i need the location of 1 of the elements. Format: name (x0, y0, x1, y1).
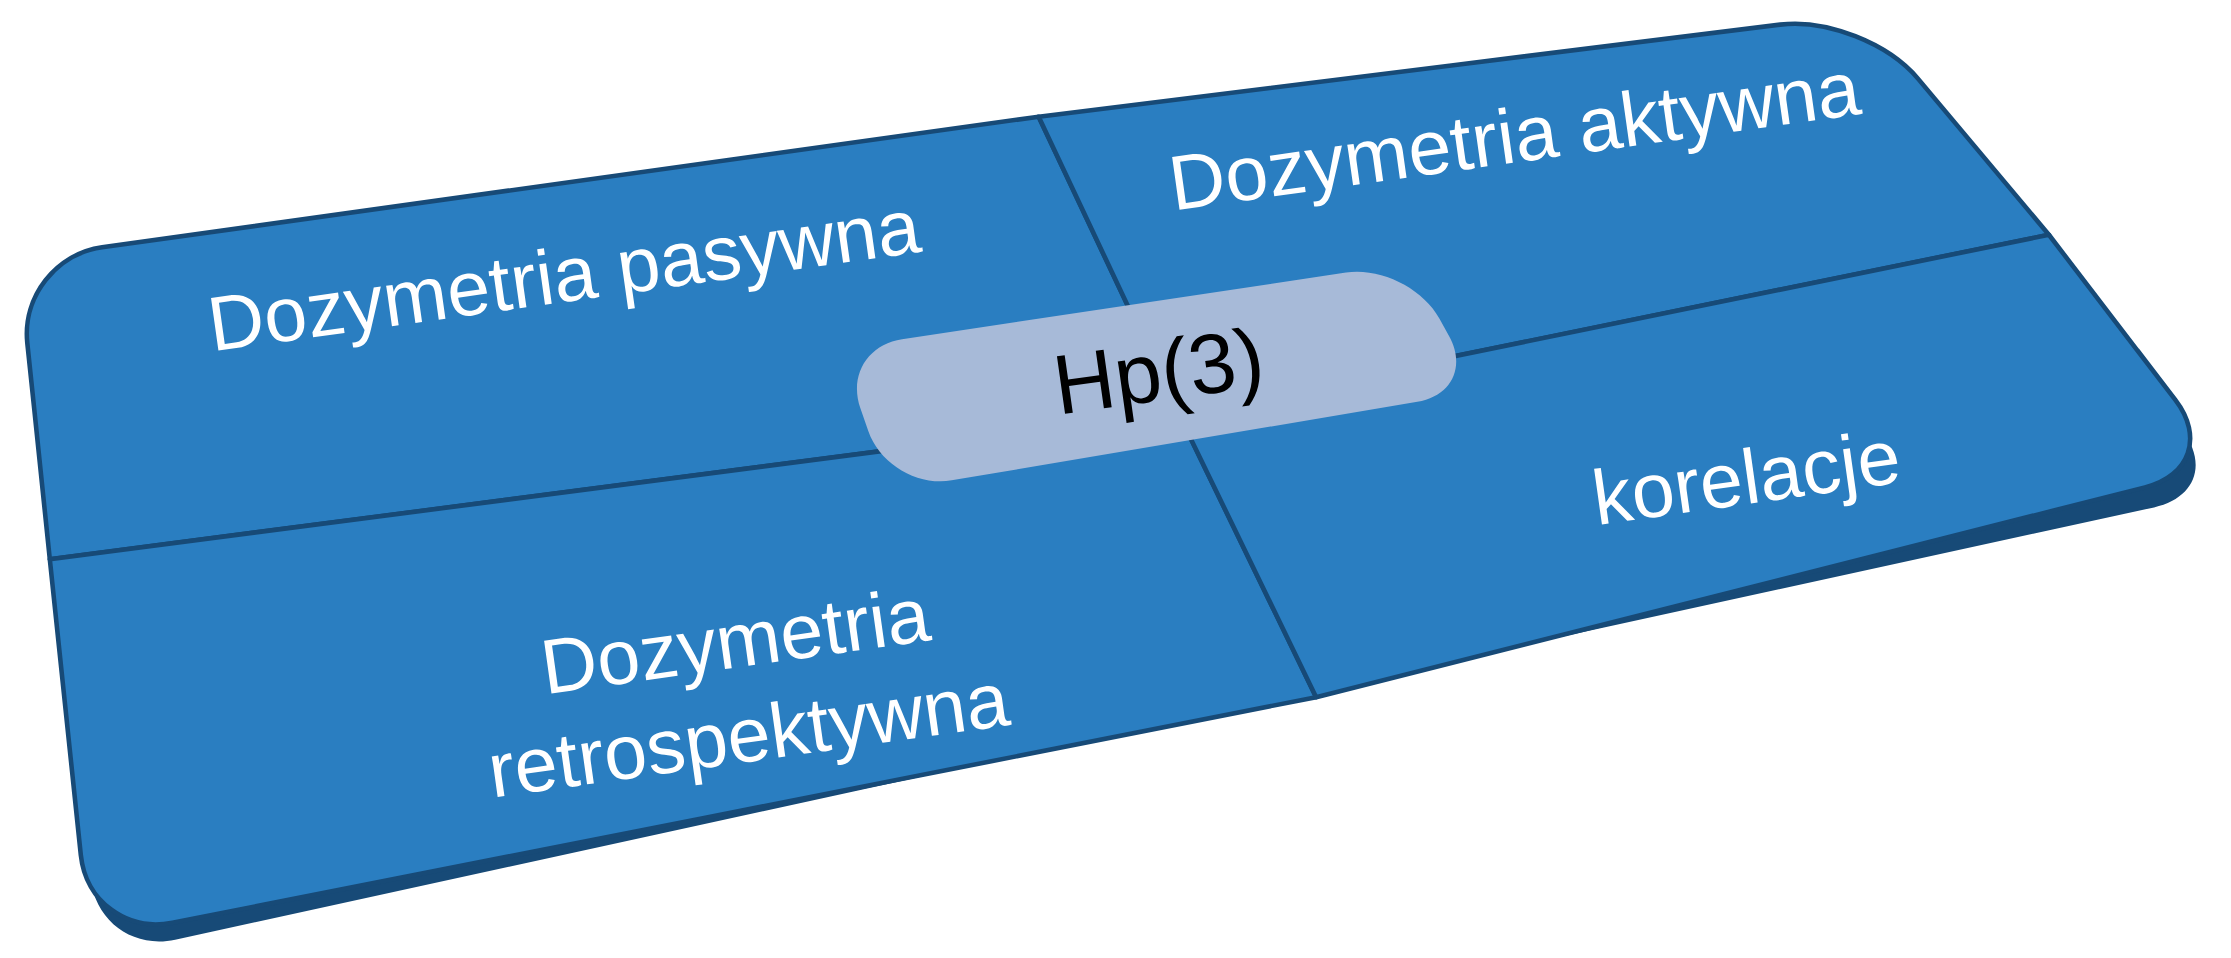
center-box: Hp(3) (857, 272, 1457, 482)
